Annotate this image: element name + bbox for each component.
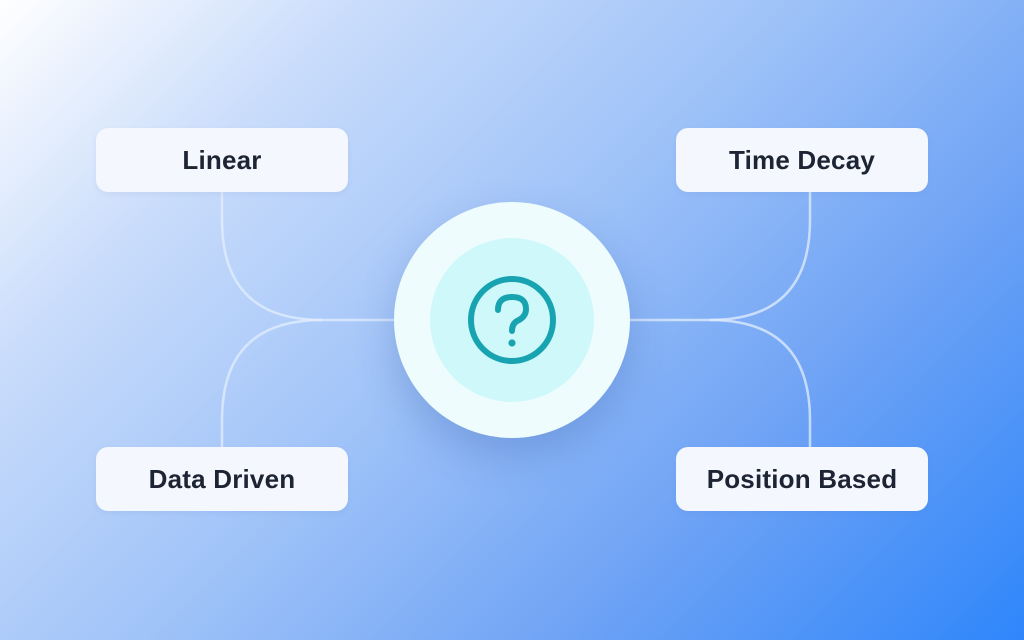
node-time-decay-label: Time Decay	[728, 144, 876, 175]
node-linear-label: Linear	[182, 144, 262, 175]
connector-position-based	[709, 318, 812, 447]
node-position-based: Position Based	[676, 447, 928, 511]
node-time-decay: Time Decay	[676, 128, 928, 192]
question-mark-circle-icon	[468, 276, 556, 364]
node-data-driven: Data Driven	[96, 447, 348, 511]
node-position-based-label: Position Based	[706, 463, 898, 494]
center-hub-inner	[430, 238, 594, 402]
connector-time-decay	[624, 192, 812, 322]
node-data-driven-label: Data Driven	[148, 463, 296, 494]
node-linear: Linear	[96, 128, 348, 192]
connector-data-driven	[220, 318, 323, 447]
connector-linear	[220, 192, 400, 322]
